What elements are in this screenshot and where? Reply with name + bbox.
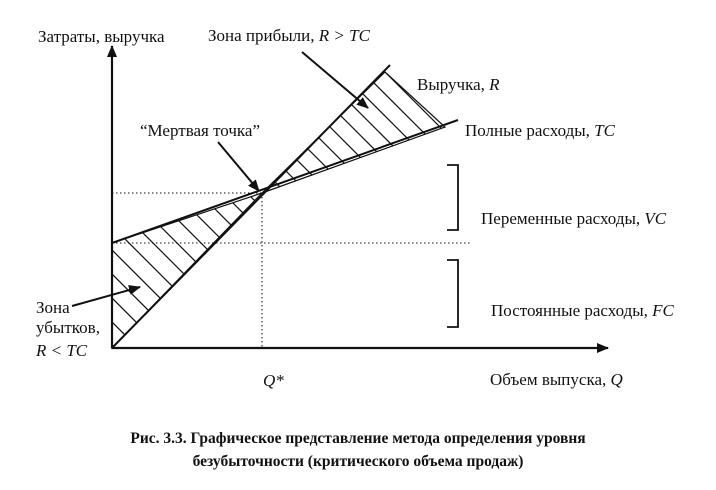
hatch-line [112, 193, 261, 348]
variable-costs-label: Переменные расходы, VC [481, 209, 667, 228]
hatch-line [148, 193, 262, 348]
hatch-line [244, 193, 262, 348]
y-axis-label: Затраты, выручка [38, 27, 165, 46]
break-even-arrow [217, 141, 260, 192]
revenue-label: Выручка, R [417, 75, 500, 94]
loss-zone-label-line1: Зона [36, 298, 70, 317]
hatch-line [124, 193, 262, 348]
loss-zone-arrow [71, 285, 141, 307]
revenue-line [111, 64, 391, 349]
hatch-line [382, 72, 445, 193]
hatch-line [172, 193, 262, 348]
total-costs-line [111, 119, 459, 244]
fixed-costs-bracket [447, 259, 459, 328]
loss-zone-label-line3: R < TC [35, 341, 88, 360]
fixed-costs-label: Постоянные расходы, FC [491, 301, 675, 320]
hatch-line [112, 193, 237, 348]
break-even-label: “Мертвая точка” [140, 121, 260, 140]
loss-zone-label-line2: убытков, [36, 318, 100, 337]
profit-zone-label: Зона прибыли, R > TC [208, 26, 371, 45]
hatch-line [196, 193, 262, 348]
hatch-line [262, 72, 311, 193]
variable-costs-bracket [447, 164, 459, 231]
profit-zone-arrow [301, 51, 369, 109]
q-star-label: Q* [263, 371, 284, 390]
figure-caption-line1: Рис. 3.3. Графическое представление мето… [130, 430, 585, 447]
figure-caption-line2: безубыточности (критического объема прод… [193, 453, 524, 470]
hatch-line [112, 193, 141, 348]
total-costs-label: Полные расходы, TC [465, 121, 616, 140]
x-axis-label: Объем выпуска, Q [490, 370, 623, 389]
hatch-line [220, 193, 262, 348]
